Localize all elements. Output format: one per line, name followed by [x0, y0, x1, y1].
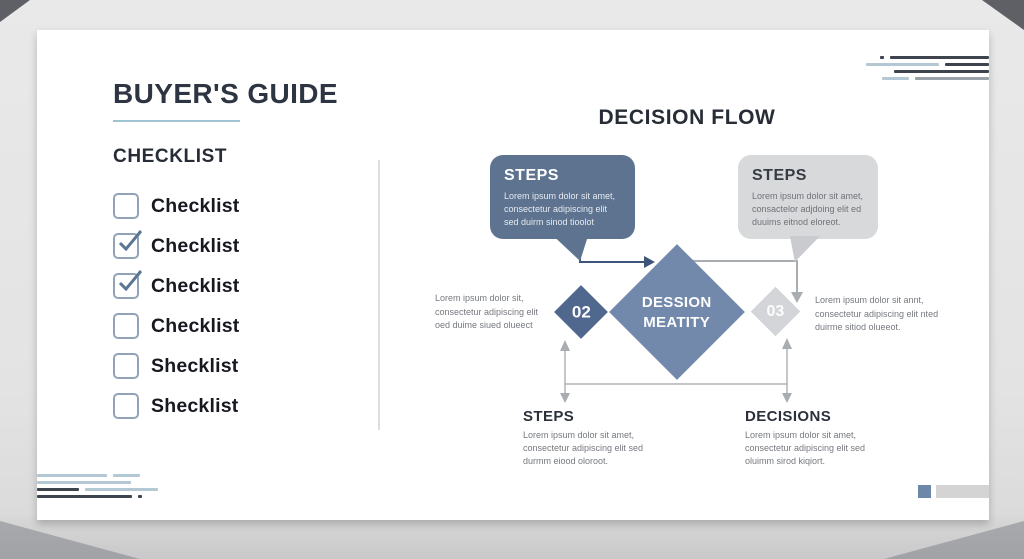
bottom-label-title: STEPS [523, 408, 575, 425]
corner-accent-top-left [0, 0, 30, 22]
section-divider [378, 160, 380, 430]
decor-line [890, 56, 989, 59]
footer-marks [918, 485, 989, 498]
steps-callout-right: STEPS Lorem ipsum dolor sit amet, consac… [738, 155, 878, 239]
decor-line [945, 63, 989, 66]
bottom-shadow-band [0, 516, 1024, 559]
checklist-item-label: Checklist [151, 314, 240, 337]
decor-line [880, 56, 884, 59]
flow-note-left: Lorem ipsum dolor sit, consectetur adipi… [435, 293, 539, 330]
decor-line [37, 488, 79, 491]
decor-line [894, 70, 989, 73]
checklist-item: Checklist [113, 226, 240, 266]
slide-card: BUYER'S GUIDE CHECKLIST Checklist Checkl… [37, 30, 989, 520]
bottom-label-body: Lorem ipsum dolor sit amet, consectetur … [745, 430, 866, 467]
decor-line [85, 488, 158, 491]
checklist-item: Shecklist [113, 386, 240, 426]
decor-line [37, 481, 131, 484]
checklist-item-label: Checklist [151, 234, 240, 257]
page-title: BUYER'S GUIDE [113, 78, 339, 109]
checkbox[interactable] [113, 270, 143, 299]
diamond-label: DESSION MEATITY [642, 293, 712, 331]
checklist-item: Checklist [113, 186, 240, 226]
flow-connectors [560, 246, 803, 403]
checklist-item: Checklist [113, 266, 240, 306]
diamond-label: 02 [571, 301, 591, 321]
steps-callout-left: STEPS Lorem ipsum dolor sit amet, consec… [490, 155, 635, 239]
checklist-heading: CHECKLIST [113, 146, 228, 167]
flow-note-right: Lorem ipsum dolor sit annt, consectetur … [815, 295, 939, 332]
accent-bar [936, 485, 989, 498]
decor-line [866, 63, 939, 66]
checklist-item: Checklist [113, 306, 240, 346]
decor-line [37, 474, 107, 477]
decor-line [113, 474, 140, 477]
checkbox[interactable] [113, 313, 139, 339]
callout-body: Lorem ipsum dolor sit amet, consactelor … [752, 191, 864, 228]
title-underline [113, 120, 240, 122]
callout-title: STEPS [504, 167, 559, 184]
callout-title: STEPS [752, 167, 807, 184]
bottom-label-decisions: DECISIONS Lorem ipsum dolor sit amet, co… [745, 408, 893, 468]
checkbox[interactable] [113, 393, 139, 419]
decision-flow-title: DECISION FLOW [598, 106, 776, 129]
bottom-label-steps: STEPS Lorem ipsum dolor sit amet, consec… [523, 408, 665, 468]
checkbox[interactable] [113, 353, 139, 379]
accent-square-icon [918, 485, 931, 498]
checklist-item-label: Checklist [151, 194, 240, 217]
bottom-label-title: DECISIONS [745, 408, 832, 425]
decor-line [138, 495, 142, 498]
decor-lines-bottom-left [37, 474, 158, 498]
decor-lines-top-right [859, 56, 989, 80]
diamond-label: 03 [766, 302, 785, 320]
checkbox[interactable] [113, 193, 139, 219]
checkmark-icon [118, 270, 143, 292]
decor-line [882, 77, 909, 80]
checklist: Checklist Checklist Checklist Checklist … [113, 186, 240, 426]
checkmark-icon [118, 230, 143, 252]
checklist-item: Shecklist [113, 346, 240, 386]
checkbox[interactable] [113, 230, 143, 259]
checklist-item-label: Shecklist [151, 354, 239, 377]
checklist-item-label: Shecklist [151, 394, 239, 417]
decor-line [915, 77, 989, 80]
corner-accent-top-right [982, 0, 1024, 30]
bottom-label-body: Lorem ipsum dolor sit amet, consectetur … [523, 430, 644, 467]
decor-line [37, 495, 132, 498]
checklist-item-label: Checklist [151, 274, 240, 297]
callout-body: Lorem ipsum dolor sit amet, consectetur … [504, 191, 616, 228]
